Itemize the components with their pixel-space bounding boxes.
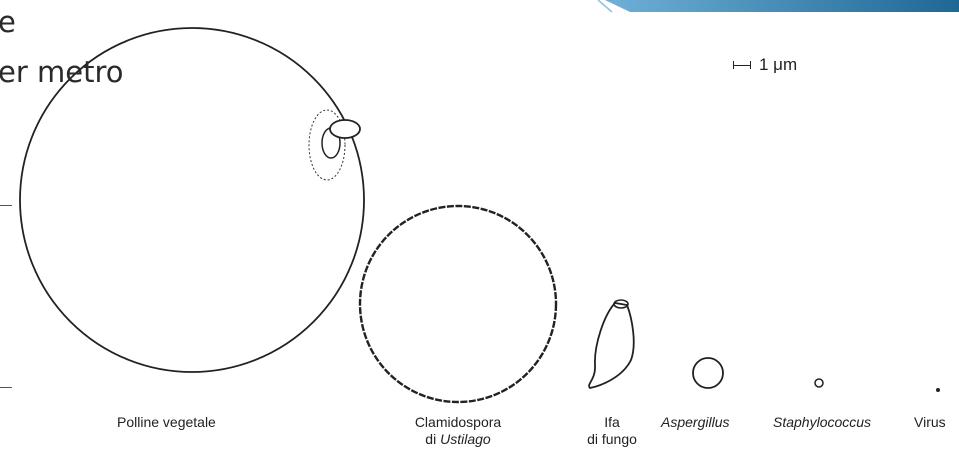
- label-chlamydospore: Clamidospora di Ustilago: [408, 414, 508, 448]
- label-chlamydospore-line1: Clamidospora: [408, 414, 508, 431]
- label-hypha-line2: di fungo: [580, 431, 644, 448]
- ustilago-chlamydospore: [360, 206, 556, 402]
- aspergillus-spore: [693, 358, 723, 388]
- label-chlamydospore-prefix: di: [425, 431, 440, 447]
- staphylococcus-cell: [815, 379, 823, 387]
- edge-tick-upper: [0, 205, 12, 206]
- label-hypha-line1: Ifa: [580, 414, 644, 431]
- label-virus: Virus: [914, 414, 946, 431]
- label-staphylococcus: Staphylococcus: [773, 414, 871, 431]
- scale-label: 1 μm: [759, 55, 797, 75]
- slide-heading-line-2: er metro: [0, 58, 123, 87]
- edge-tick-lower: [0, 387, 12, 388]
- decorative-banner: [605, 0, 959, 12]
- label-chlamydospore-genus: Ustilago: [440, 431, 491, 447]
- scale-indicator: 1 μm: [733, 55, 797, 75]
- virus-particle: [936, 388, 940, 392]
- pollen-pore: [330, 120, 360, 138]
- slide-heading-line-1: e: [0, 8, 16, 37]
- label-pollen: Polline vegetale: [117, 414, 216, 431]
- label-chlamydospore-line2: di Ustilago: [408, 431, 508, 448]
- label-aspergillus: Aspergillus: [661, 414, 729, 431]
- scale-bar-icon: [733, 61, 751, 69]
- label-hypha: Ifa di fungo: [580, 414, 644, 448]
- fungal-hypha: [589, 303, 634, 388]
